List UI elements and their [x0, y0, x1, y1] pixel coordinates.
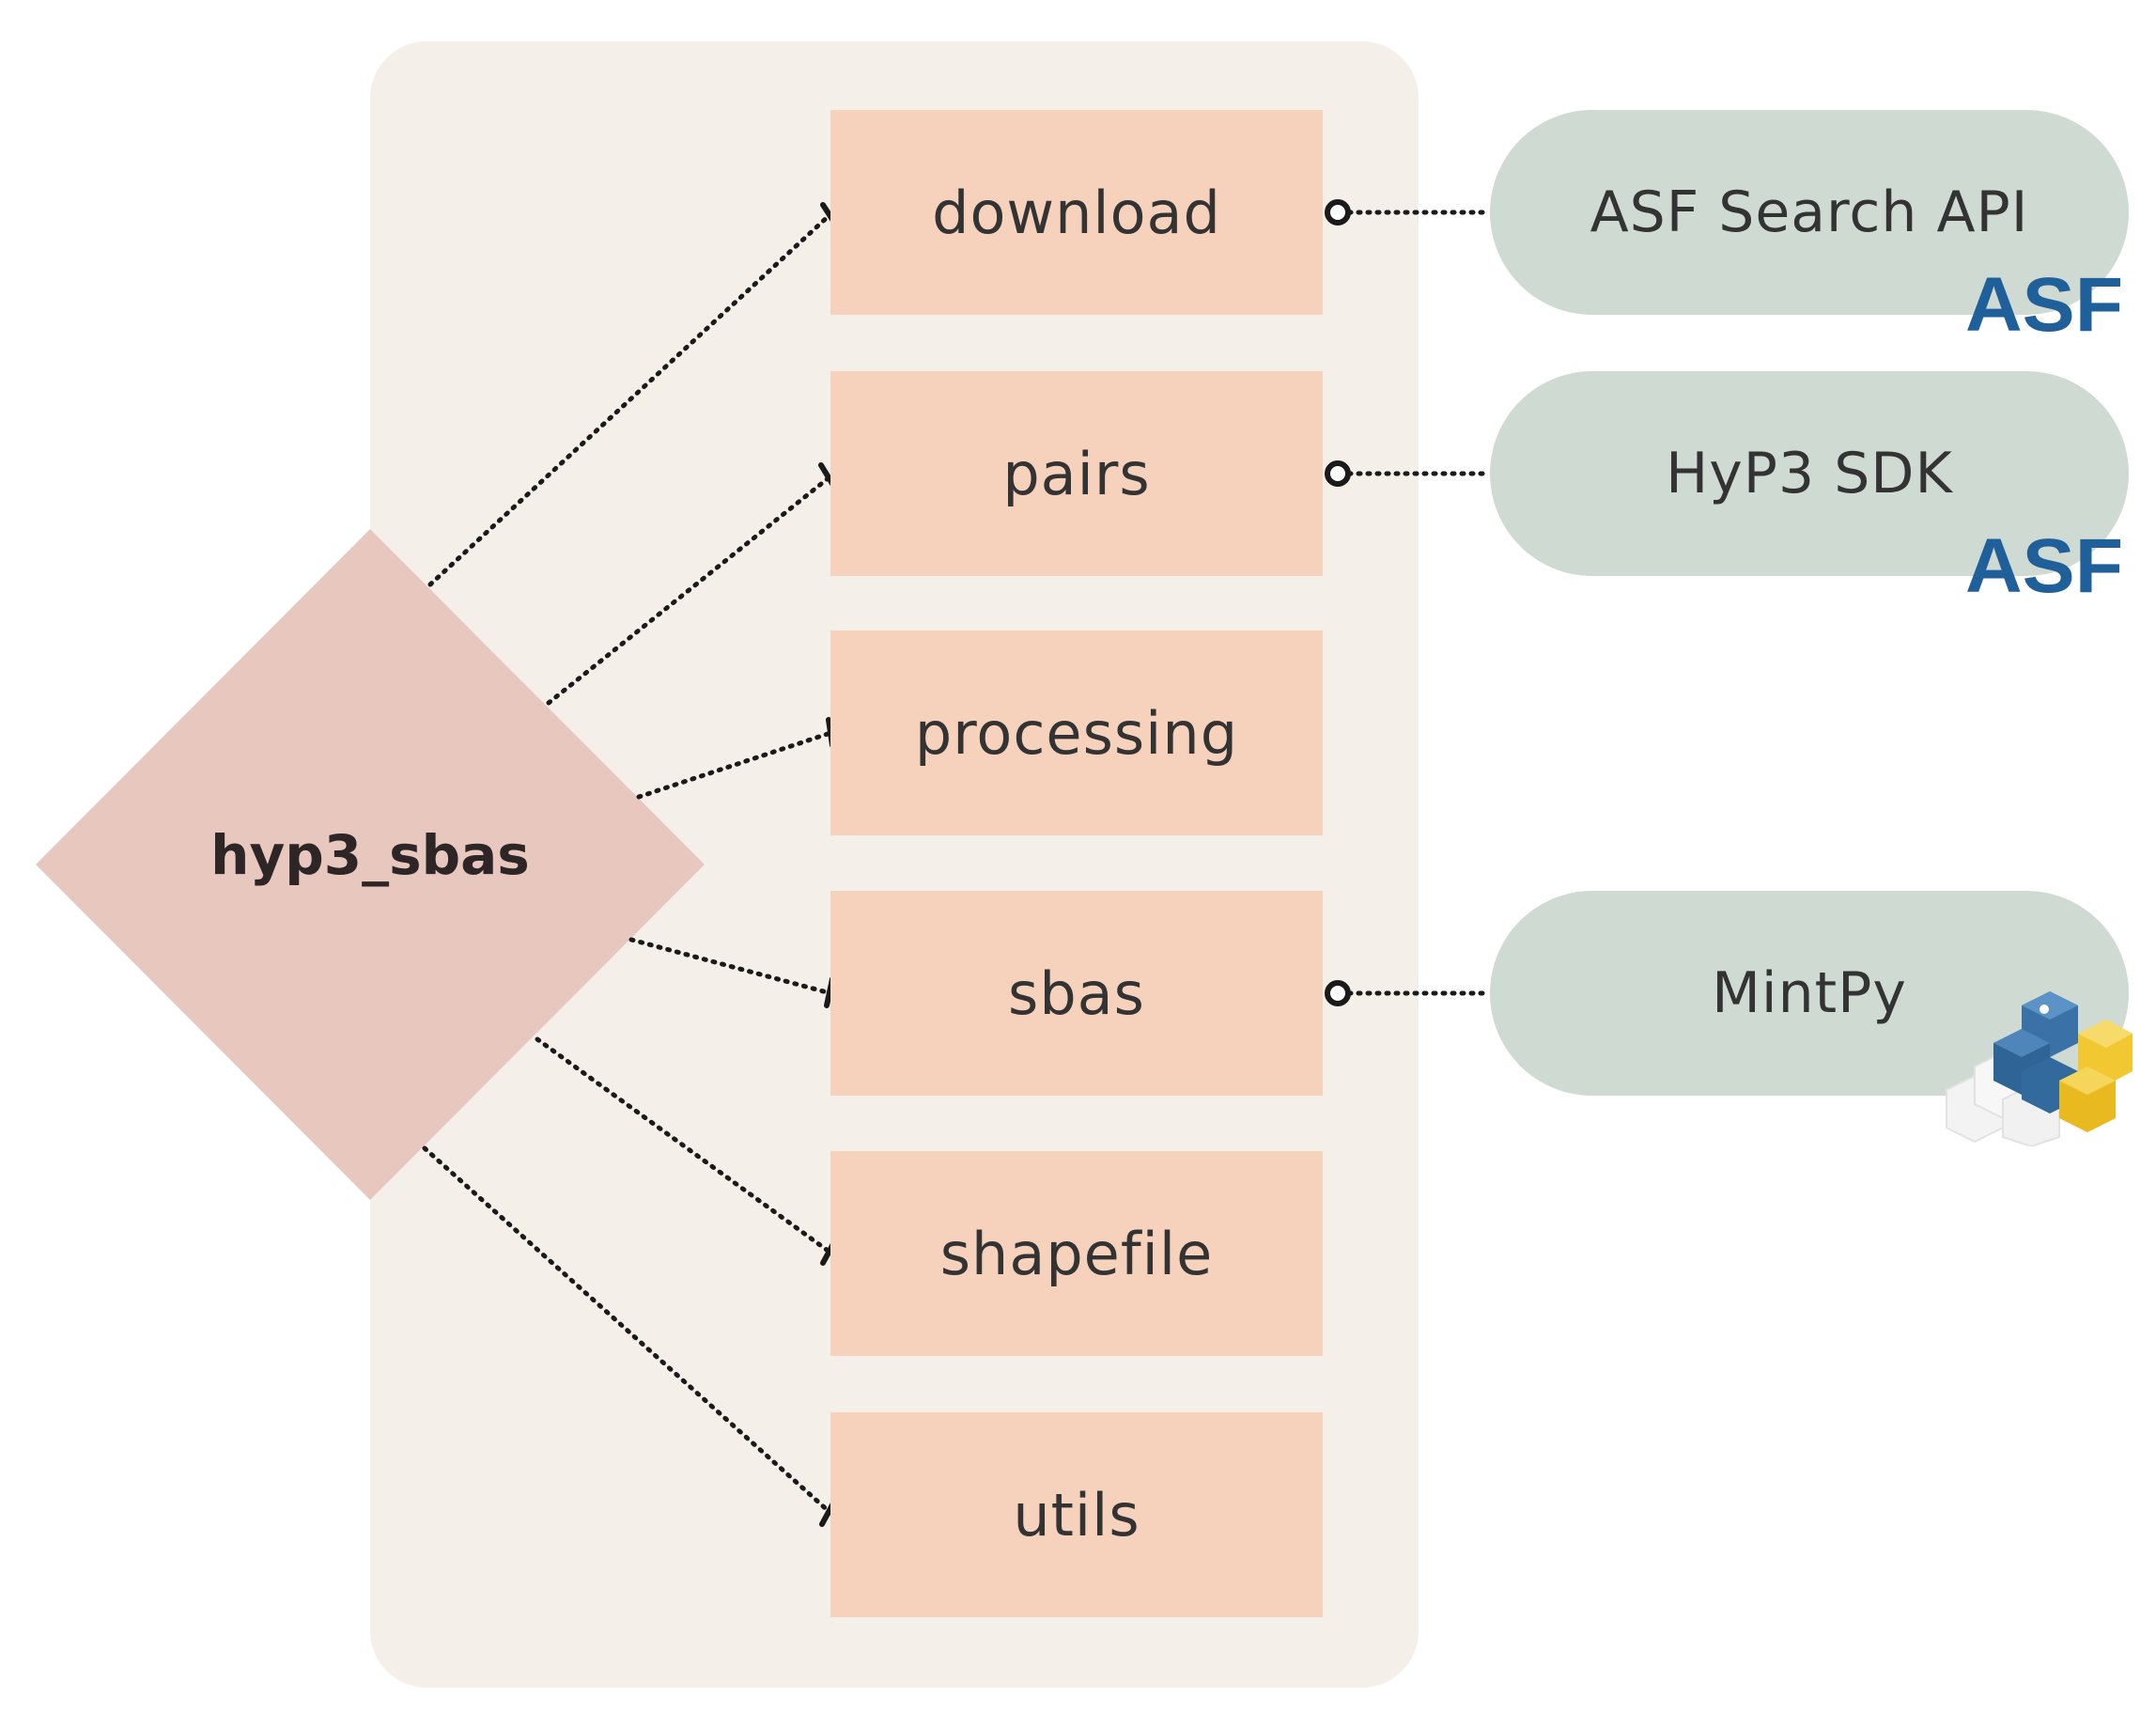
module-processing: processing — [830, 631, 1323, 835]
svg-text:ASF: ASF — [1965, 526, 2123, 601]
module-download: download — [830, 110, 1323, 315]
external-label: ASF Search API — [1590, 179, 2029, 245]
module-label: sbas — [1008, 958, 1145, 1028]
port-download — [1325, 199, 1351, 226]
root-diamond — [36, 529, 705, 1200]
module-label: processing — [914, 698, 1239, 768]
asf-logo-icon: ASF — [1965, 526, 2123, 601]
port-sbas — [1325, 980, 1351, 1006]
module-label: pairs — [1002, 439, 1151, 508]
module-label: download — [932, 178, 1221, 247]
root-label: hyp3_sbas — [210, 823, 530, 887]
module-utils: utils — [830, 1412, 1323, 1617]
edge-root-sbas — [628, 937, 833, 996]
python-cubes-icon — [1946, 991, 2133, 1146]
module-label: utils — [1013, 1480, 1140, 1550]
port-pairs — [1325, 460, 1351, 487]
module-sbas: sbas — [830, 891, 1323, 1096]
module-pairs: pairs — [830, 371, 1323, 576]
module-shapefile: shapefile — [830, 1151, 1323, 1356]
svg-text:ASF: ASF — [1965, 265, 2123, 340]
edge-root-shapefile — [535, 1036, 833, 1255]
asf-logo-icon: ASF — [1965, 265, 2123, 340]
edge-root-pairs — [546, 474, 833, 706]
edge-root-utils — [422, 1145, 833, 1516]
module-label: shapefile — [939, 1219, 1214, 1288]
external-asf-search-api: ASF Search API — [1490, 110, 2129, 315]
external-label: HyP3 SDK — [1666, 441, 1953, 506]
external-hyp3-sdk: HyP3 SDK — [1490, 371, 2129, 576]
edge-root-download — [427, 211, 833, 587]
edge-root-processing — [636, 730, 833, 800]
external-label: MintPy — [1712, 960, 1907, 1026]
